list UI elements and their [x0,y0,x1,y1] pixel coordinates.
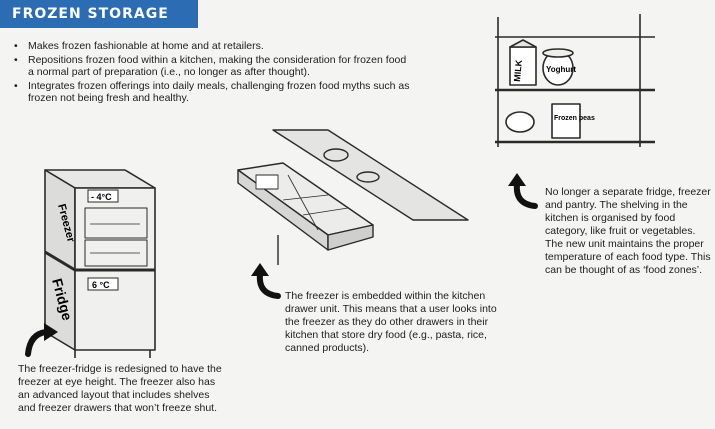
bullet-list: Makes frozen fashionable at home and at … [10,40,410,106]
bullet-item: Makes frozen fashionable at home and at … [10,40,410,53]
frozen-peas-label: Frozen peas [554,115,595,122]
bullet-item: Integrates frozen offerings into daily m… [10,80,410,105]
milk-label: MILK [512,59,524,82]
freezer-fridge-sketch: - 4°C 6 °C Freezer Fridge [44,169,156,358]
page-title: FROZEN STORAGE [0,0,198,28]
curved-arrow-icon [508,173,538,209]
caption-food-zones: No longer a separate fridge, freezer and… [545,186,711,276]
food-zones-shelving-sketch: MILK Yoghurt Frozen peas [495,14,655,147]
freezer-temp-label: - 4°C [91,192,112,202]
caption-drawer: The freezer is embedded within the kitch… [285,290,497,354]
bullet-item: Repositions frozen food within a kitchen… [10,54,410,79]
curved-arrow-icon [251,263,281,299]
caption-fridge: The freezer-fridge is redesigned to have… [18,363,222,414]
yoghurt-label: Yoghurt [546,65,576,74]
curved-arrow-icon [25,323,58,357]
freezer-drawer-sketch [237,129,469,265]
fridge-temp-label: 6 °C [92,280,110,290]
